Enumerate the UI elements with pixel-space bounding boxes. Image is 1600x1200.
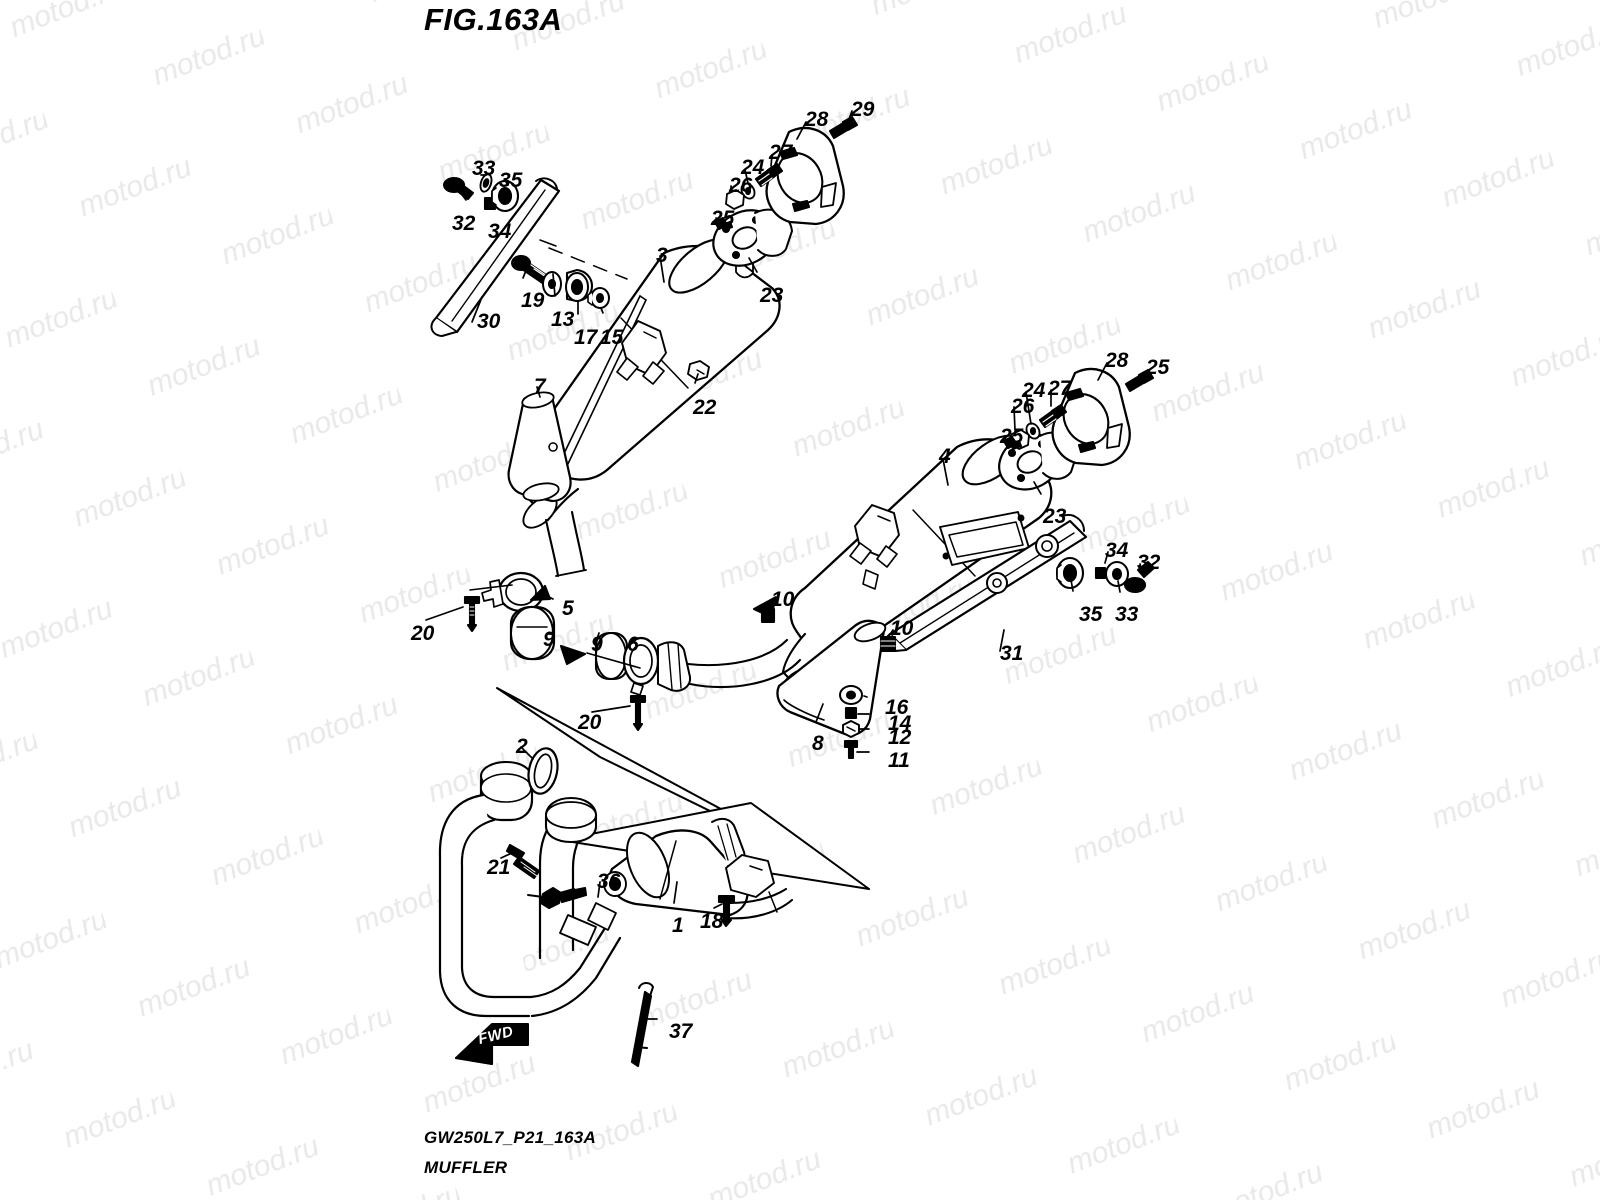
callout-1: 1 [672, 914, 684, 937]
bolt-21 [505, 843, 541, 880]
bolt-20-right [629, 694, 647, 732]
callout-10: 10 [771, 588, 795, 611]
callout-20: 20 [411, 622, 435, 645]
callout-37: 37 [669, 1020, 693, 1043]
callout-11: 11 [888, 749, 910, 772]
fwd-arrow-marker [454, 1023, 529, 1066]
callout-28: 28 [1105, 349, 1129, 372]
callout-35: 35 [1079, 603, 1103, 626]
callout-16: 16 [885, 696, 909, 719]
callout-3: 3 [656, 244, 668, 267]
callout-17: 17 [574, 326, 598, 349]
callout-19: 19 [521, 289, 545, 312]
callout-26: 26 [729, 174, 753, 197]
oxygen-sensor-36 [527, 886, 588, 910]
figure-caption: MUFFLER [424, 1158, 508, 1177]
left-connector-pipe [544, 510, 587, 578]
callout-33: 33 [1115, 603, 1139, 626]
callout-32: 32 [1137, 551, 1161, 574]
callout-35: 35 [499, 169, 523, 192]
callout-6: 6 [627, 633, 639, 656]
band-clamp-37 [630, 982, 654, 1068]
callout-23: 23 [1043, 505, 1067, 528]
callout-23: 23 [760, 284, 784, 307]
callout-8: 8 [812, 732, 824, 755]
callout-22: 22 [693, 396, 717, 419]
callout-10: 10 [890, 617, 914, 640]
callout-9: 9 [543, 628, 555, 651]
callout-34: 34 [1105, 539, 1129, 562]
callout-31: 31 [1000, 642, 1024, 665]
callout-27: 27 [769, 141, 793, 164]
callout-5: 5 [562, 597, 574, 620]
callout-7: 7 [534, 375, 546, 398]
callout-25: 25 [1000, 425, 1024, 448]
callout-25: 25 [711, 207, 735, 230]
callout-21: 21 [487, 856, 511, 879]
mid-pipe-to-right-muffler [686, 638, 802, 689]
figure-title: FIG.163A [424, 2, 563, 37]
callout-27: 27 [1048, 377, 1072, 400]
callout-32: 32 [452, 212, 476, 235]
callout-26: 26 [1011, 395, 1035, 418]
callout-36: 36 [597, 870, 621, 893]
callout-30: 30 [477, 310, 501, 333]
callout-28: 28 [805, 108, 829, 131]
callout-9: 9 [591, 633, 603, 656]
pipe-stub-right [657, 641, 692, 692]
callout-25: 25 [1146, 356, 1170, 379]
callout-34: 34 [488, 220, 512, 243]
drawing-code: GW250L7_P21_163A [424, 1128, 597, 1147]
bolt-20-left [463, 595, 481, 633]
callout-33: 33 [472, 157, 496, 180]
callout-15: 15 [600, 326, 624, 349]
callout-18: 18 [700, 910, 724, 933]
callout-2: 2 [516, 735, 528, 758]
callout-20: 20 [578, 711, 602, 734]
callout-4: 4 [939, 445, 951, 468]
callout-13: 13 [551, 308, 575, 331]
nut-22 [687, 360, 710, 381]
callout-29: 29 [851, 98, 875, 121]
